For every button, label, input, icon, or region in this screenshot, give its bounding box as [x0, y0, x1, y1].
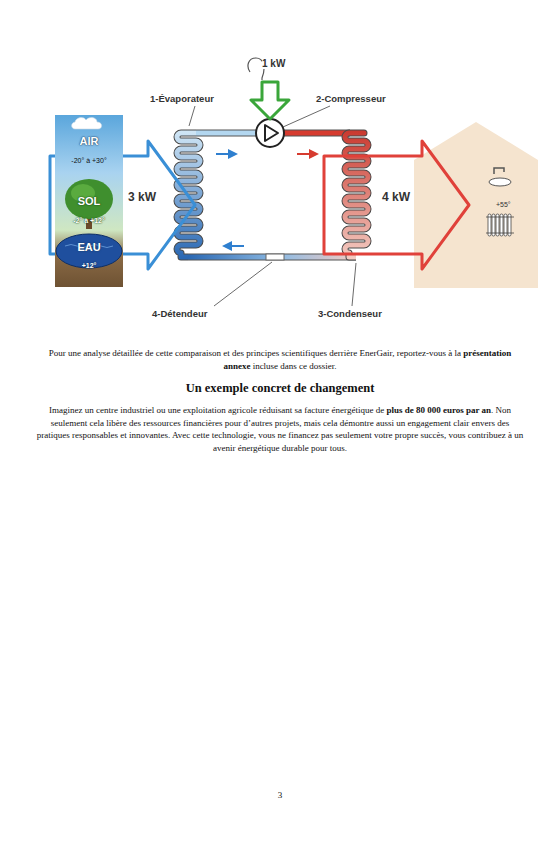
leader-line: [189, 106, 195, 126]
text-slot: SOL: [55, 190, 123, 209]
flow-arrow: [216, 153, 236, 155]
tap-icon: [489, 168, 511, 186]
node-text: 3 kW: [128, 190, 156, 204]
ground-source-panel: SOL -2° à +12°: [55, 173, 123, 230]
body-paragraph: incluse dans ce dossier.: [253, 361, 337, 371]
section-heading: Un exemple concret de changement: [186, 381, 375, 395]
text-slot: 3 kW: [128, 186, 156, 205]
page-number-block: 3: [36, 790, 524, 801]
condenser-coil: [345, 133, 368, 257]
part-label: 4-Détendeur: [152, 308, 207, 319]
section-heading-block: Un exemple concret de changement: [36, 381, 524, 397]
power-label: 1 kW: [262, 58, 285, 69]
node-text: AIR: [80, 135, 99, 147]
part-label-block: 2-Compresseur: [316, 93, 386, 105]
leader-line: [283, 106, 330, 127]
water-icon: [56, 234, 122, 268]
flow-arrow: [224, 245, 244, 247]
body-paragraph: Pour une analyse détaillée de cette comp…: [49, 348, 461, 358]
text-slot: -2° à +12°: [55, 208, 123, 227]
leader-line: [214, 262, 272, 306]
compressor-symbol: [256, 119, 284, 147]
suction-pipe: [196, 131, 257, 136]
coil-outline: [345, 133, 368, 257]
tree-icon: [65, 179, 113, 229]
node-text: 4 kW: [382, 190, 410, 204]
text-slot: 4 kW: [382, 186, 410, 205]
energy-input-arrow: [251, 82, 289, 119]
coils: [177, 133, 368, 257]
flow-arrow: [297, 153, 317, 155]
part-label-block: 4-Détendeur: [152, 308, 207, 320]
text-slot: +12°: [55, 253, 123, 272]
part-label: 2-Compresseur: [316, 93, 386, 104]
body-paragraph-block: Imaginez un centre industriel ou une exp…: [34, 404, 526, 454]
water-source-panel-outline: [55, 230, 123, 287]
pipe-outline: [196, 130, 257, 137]
heat-output-arrow-outline: [322, 138, 472, 272]
water-source-panel: EAU +12°: [55, 230, 123, 287]
node-text: +55°: [496, 201, 511, 208]
house-shape-outline: [414, 122, 538, 288]
air-source-panel: AIR -20° à +30°: [55, 115, 123, 173]
cloud-icon: [72, 118, 102, 129]
part-label-block: 3-Condenseur: [318, 308, 382, 320]
power-label-block: 1 kW: [262, 58, 285, 71]
leader-line: [352, 263, 356, 306]
text-slot: AIR: [55, 130, 123, 149]
body-paragraph-block: Pour une analyse détaillée de cette comp…: [36, 347, 524, 373]
pipe-outline: [283, 130, 350, 137]
page-number: 3: [278, 790, 283, 800]
arrow-outline: [50, 141, 195, 269]
discharge-pipe: [283, 131, 350, 136]
node-text: SOL: [78, 195, 101, 207]
part-label-block: 1-Évaporateur: [150, 93, 214, 105]
house-shape: +55°: [414, 122, 538, 288]
node-text: EAU: [77, 241, 100, 253]
heat-output-arrow: 4 kW: [322, 138, 472, 272]
body-paragraph: Imaginez un centre industriel ou une exp…: [49, 405, 384, 415]
body-paragraph: plus de 80 000 euros par an: [386, 405, 491, 415]
part-label: 3-Condenseur: [318, 308, 382, 319]
compressor-triangle: [265, 125, 278, 141]
radiator-icon: [486, 214, 514, 236]
text-slot: -20° à +30°: [55, 148, 123, 167]
text-slot: EAU: [55, 236, 123, 255]
node-text: -20° à +30°: [71, 157, 106, 164]
part-label: 1-Évaporateur: [150, 93, 214, 104]
expansion-valve: [266, 254, 284, 260]
node-text: -2° à +12°: [73, 217, 104, 224]
node-text: +12°: [82, 262, 97, 269]
house-wall: [414, 122, 538, 288]
text-slot: +55°: [496, 192, 511, 211]
